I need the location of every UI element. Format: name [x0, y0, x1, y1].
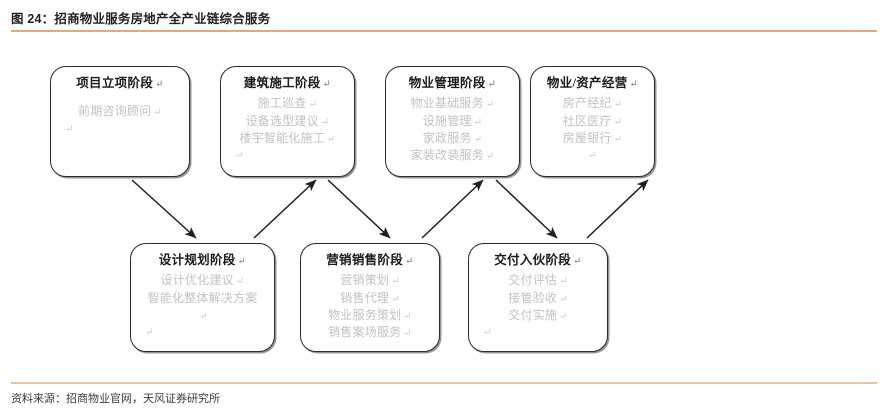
return-mark: ↵	[573, 256, 582, 267]
node-item: 销售代理↵	[340, 290, 400, 305]
node-item: 家政服务↵	[422, 130, 483, 145]
return-mark: ↵	[308, 99, 318, 111]
node-title: 设计规划阶段↵	[158, 253, 247, 267]
node-item-list: 交付评估↵ 接管验收↵ 交付实施↵	[469, 272, 607, 324]
source-divider	[11, 382, 877, 384]
node-marketing-sales[interactable]: 营销销售阶段↵ 营销策划↵ 销售代理↵ 物业服务策划↵ 销售案场服务↵	[300, 243, 440, 352]
node-item: 销售案场服务↵	[301, 324, 439, 341]
node-property-management[interactable]: 物业管理阶段↵ 物业基础服务↵ 设施管理↵ 家政服务↵ 家装改装服务↵	[385, 66, 520, 177]
edge-project-initiation-to-design-planning	[131, 179, 197, 239]
edge-property-management-to-delivery-handover	[495, 179, 558, 239]
return-mark: ↵	[613, 116, 623, 128]
node-item: 房屋银行↵	[562, 130, 623, 145]
return-mark: ↵	[473, 133, 483, 145]
node-delivery-handover[interactable]: 交付入伙阶段↵ 交付评估↵ 接管验收↵ 交付实施↵ ↵	[468, 243, 608, 352]
title-divider	[11, 30, 877, 32]
return-mark: ↵	[485, 99, 495, 111]
return-mark: ↵	[235, 276, 245, 288]
node-design-planning[interactable]: 设计规划阶段↵ 设计优化建议↵ 智能化整体解决方案↵ ↵	[130, 243, 275, 352]
return-mark: ↵	[403, 310, 412, 322]
spellcheck-flagged-text: 销售案场服务	[328, 324, 402, 339]
edge-marketing-sales-to-property-management	[421, 179, 484, 239]
node-project-initiation[interactable]: 项目立项阶段↵ 前期咨询顾问↵ ↵	[50, 66, 190, 177]
return-mark: ↵	[145, 326, 154, 338]
return-mark: ↵	[199, 310, 208, 322]
edge-design-planning-to-construction	[253, 179, 317, 239]
node-item: 设备选型建议↵	[245, 113, 330, 128]
return-mark: ↵	[473, 116, 483, 128]
return-mark: ↵	[237, 256, 247, 267]
node-item: 房产经纪↵	[562, 96, 623, 111]
edge-delivery-handover-to-asset-operation	[586, 179, 649, 239]
node-title: 项目立项阶段↵	[76, 76, 164, 90]
node-item: 楼宇智能化施工↵	[239, 130, 336, 145]
return-mark: ↵	[153, 107, 162, 119]
node-title: 建筑施工阶段↵	[243, 76, 332, 90]
node-item-list: 房产经纪↵ 社区医疗↵ 房屋银行↵	[531, 95, 654, 147]
node-asset-operation[interactable]: 物业/资产经营↵ 房产经纪↵ 社区医疗↵ 房屋银行↵ ↵	[530, 66, 655, 177]
node-item-list: 设计优化建议↵ 智能化整体解决方案↵	[131, 272, 274, 323]
return-mark: ↵	[559, 293, 568, 305]
return-mark: ↵	[322, 79, 332, 90]
node-item-list: 前期咨询顾问↵	[51, 103, 189, 120]
node-item-list: 营销策划↵ 销售代理↵ 物业服务策划↵ 销售案场服务↵	[301, 272, 439, 341]
process-flow-diagram: 项目立项阶段↵ 前期咨询顾问↵ ↵ 建筑施工阶段↵ 施工巡查↵ 设备选型建议↵ …	[0, 34, 888, 380]
node-item: 交付实施↵	[508, 307, 568, 322]
node-item: 设计优化建议↵	[160, 273, 245, 288]
arrow-layer	[131, 179, 649, 239]
node-item: 营销策划↵	[340, 273, 400, 288]
return-mark: ↵	[613, 99, 623, 111]
node-item: 社区医疗↵	[562, 113, 623, 128]
return-mark: ↵	[326, 133, 336, 145]
node-title: 交付入伙阶段↵	[494, 253, 582, 267]
node-item: 接管验收↵	[508, 290, 568, 305]
return-mark: ↵	[559, 276, 568, 288]
return-mark: ↵	[403, 327, 412, 339]
return-mark: ↵	[391, 276, 400, 288]
node-item: 家装改装服务↵	[410, 147, 495, 162]
node-title: 物业/资产经营↵	[546, 76, 639, 90]
return-mark: ↵	[65, 123, 74, 135]
edge-construction-to-marketing-sales	[327, 179, 391, 239]
return-mark: ↵	[320, 116, 330, 128]
node-item: 施工巡查↵	[257, 96, 318, 111]
return-mark: ↵	[405, 256, 414, 267]
return-mark: ↵	[559, 310, 568, 322]
node-item: 物业服务策划↵	[328, 307, 412, 322]
page-title: 图 24：招商物业服务房地产全产业链综合服务	[11, 12, 271, 26]
node-item-list: 施工巡查↵ 设备选型建议↵ 楼宇智能化施工↵	[221, 95, 354, 147]
node-construction[interactable]: 建筑施工阶段↵ 施工巡查↵ 设备选型建议↵ 楼宇智能化施工↵ ↵	[220, 66, 355, 177]
return-mark: ↵	[483, 326, 492, 338]
return-mark: ↵	[155, 79, 164, 90]
node-title: 营销销售阶段↵	[326, 253, 414, 267]
return-mark: ↵	[588, 149, 597, 161]
return-mark: ↵	[629, 79, 639, 90]
node-item: 物业基础服务↵	[410, 96, 495, 111]
node-item: 设施管理↵	[422, 113, 483, 128]
return-mark: ↵	[391, 293, 400, 305]
node-title: 物业管理阶段↵	[408, 76, 497, 90]
node-item-list: 物业基础服务↵ 设施管理↵ 家政服务↵ 家装改装服务↵	[386, 95, 519, 164]
return-mark: ↵	[613, 133, 623, 145]
return-mark: ↵	[485, 150, 495, 162]
node-item: 交付评估↵	[508, 273, 568, 288]
figure-source: 资料来源：招商物业官网，天风证券研究所	[11, 393, 220, 405]
return-mark: ↵	[235, 149, 244, 161]
node-item: 智能化整体解决方案↵	[147, 290, 258, 322]
node-item: 前期咨询顾问↵	[78, 104, 162, 119]
return-mark: ↵	[487, 79, 497, 90]
